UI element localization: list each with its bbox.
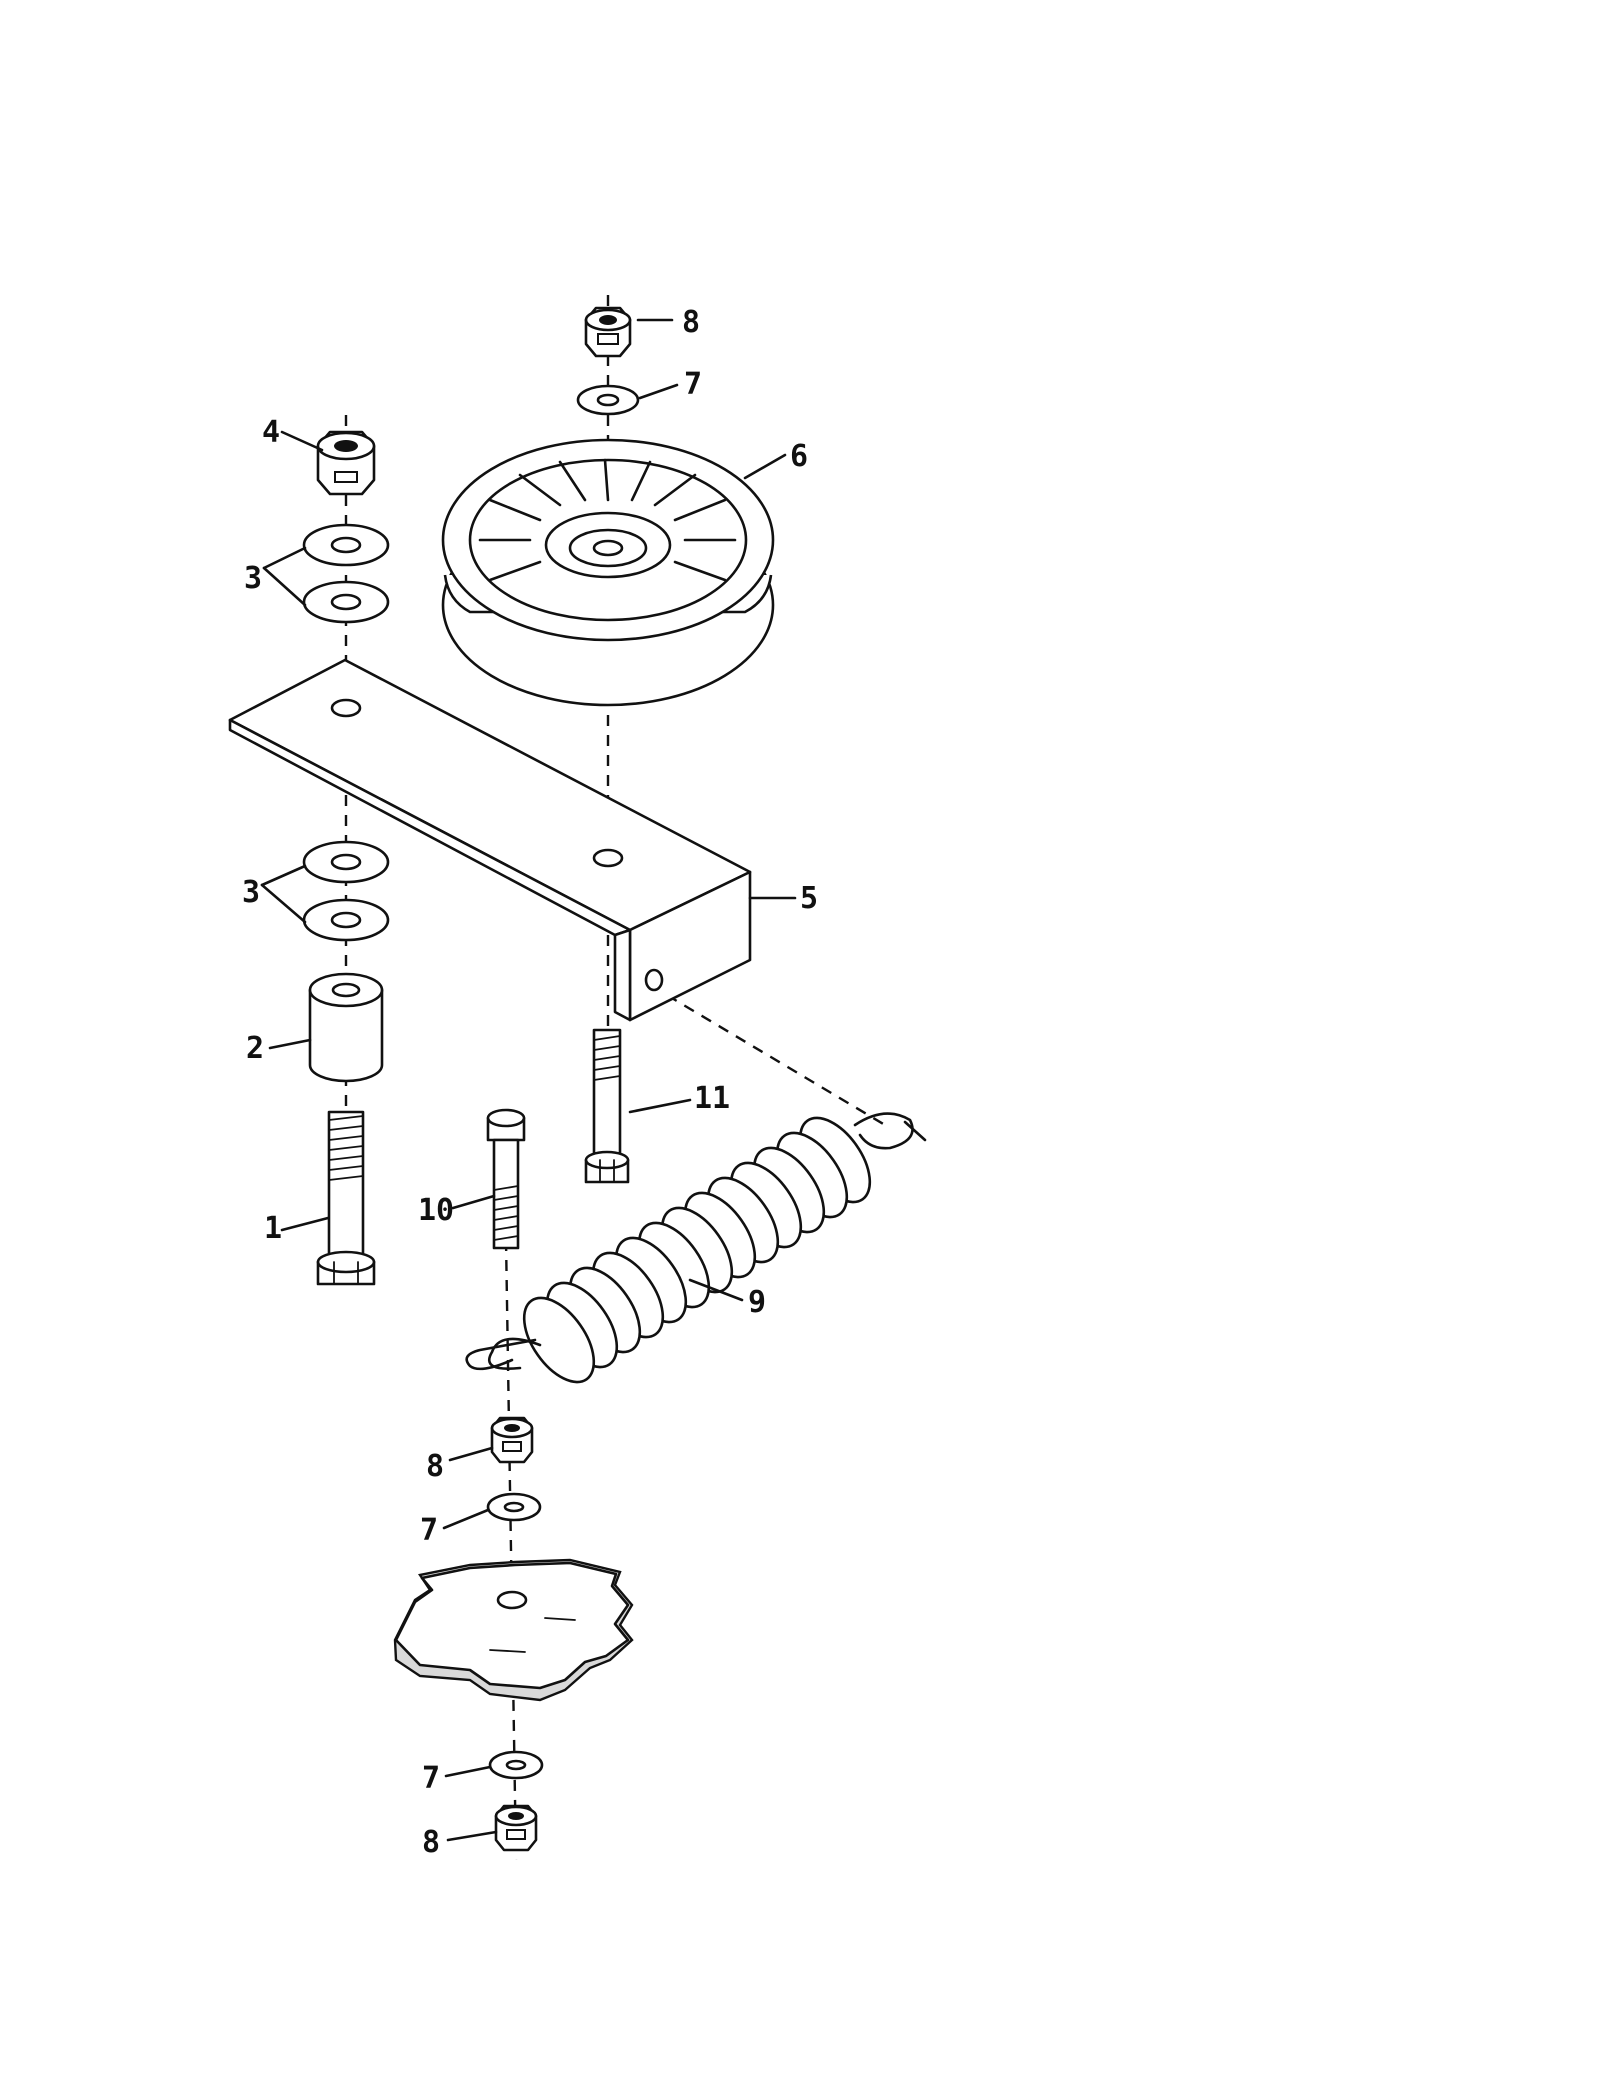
callout-8-top: 8 — [682, 305, 700, 340]
extension-spring — [465, 1112, 927, 1384]
shoulder-bolt — [316, 1110, 376, 1286]
idler-bracket — [228, 658, 752, 1022]
washers-lower — [302, 840, 390, 942]
idler-pulley — [441, 438, 775, 707]
lock-nut-middle — [490, 1416, 534, 1464]
callout-11: 11 — [694, 1081, 730, 1116]
callout-3-upper: 3 — [244, 561, 262, 596]
callout-4: 4 — [262, 415, 280, 450]
callout-2: 2 — [246, 1031, 264, 1066]
callout-labels: 8 7 6 4 3 5 3 2 1 11 10 9 8 7 7 8 — [242, 305, 818, 1860]
bolt-threads — [328, 1115, 364, 1181]
leader-lines — [260, 318, 797, 1842]
callout-3-lower: 3 — [242, 875, 260, 910]
callout-7-bottom: 7 — [422, 1761, 440, 1796]
bolt-11-threads — [593, 1035, 621, 1081]
washer-top — [576, 384, 640, 416]
washers-upper — [302, 523, 390, 624]
callout-8-middle: 8 — [426, 1449, 444, 1484]
washer-bottom — [488, 1750, 544, 1780]
callout-7-middle: 7 — [420, 1513, 438, 1548]
bolt-11 — [584, 1028, 630, 1184]
spacer — [308, 972, 384, 1083]
callout-1: 1 — [264, 1211, 282, 1246]
callout-5: 5 — [800, 881, 818, 916]
callout-10: 10 — [418, 1193, 454, 1228]
spring-coils — [522, 1116, 872, 1384]
lock-nut-top — [584, 306, 632, 358]
callout-9: 9 — [748, 1285, 766, 1320]
lock-nut-bottom — [494, 1804, 538, 1852]
mounting-plate — [393, 1558, 634, 1702]
washer-middle — [486, 1492, 542, 1522]
bolt-10 — [486, 1108, 526, 1250]
callout-8-bottom: 8 — [422, 1825, 440, 1860]
bolt-10-threads — [493, 1185, 519, 1241]
pulley-spokes — [478, 458, 737, 582]
callout-6: 6 — [790, 439, 808, 474]
callout-7-top: 7 — [684, 367, 702, 402]
lock-nut-left — [316, 430, 376, 496]
